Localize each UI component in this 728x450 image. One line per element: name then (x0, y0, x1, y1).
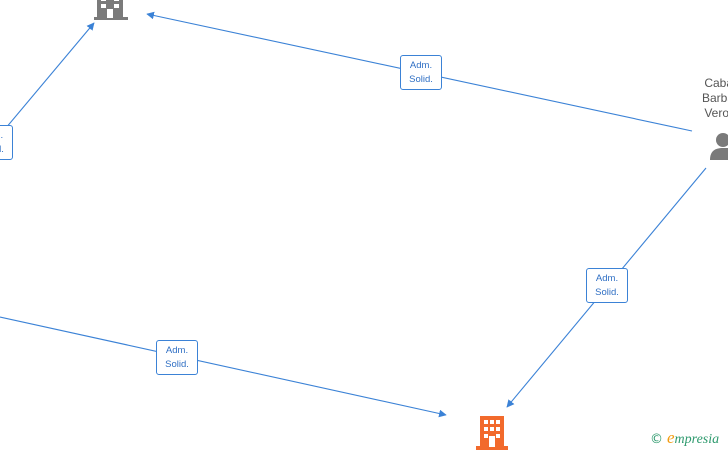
person-name-line-1: Cabal (704, 76, 728, 90)
edge-label-left-bottom[interactable]: Adm. Solid. (156, 340, 198, 375)
edge-label-role: Adm. (595, 273, 619, 284)
copyright-symbol: © (650, 432, 663, 447)
edge-label-person-bottom[interactable]: Adm. Solid. (586, 268, 628, 303)
brand-watermark: © empresia (650, 428, 719, 448)
edge-label-type: Solid. (0, 144, 4, 155)
edge-left-to-top-company[interactable] (0, 22, 95, 136)
building-icon (94, 0, 128, 20)
edge-left-to-bottom-company[interactable] (0, 316, 447, 418)
edge-label-role: Adm. (0, 130, 4, 141)
edge-label-type: Solid. (409, 74, 433, 85)
edge-label-role: Adm. (165, 345, 189, 356)
person-icon (710, 133, 728, 160)
brand-logo-initial: e (667, 428, 675, 447)
edge-label-type: Solid. (165, 359, 189, 370)
building-icon (476, 416, 508, 450)
edge-label-left-top[interactable]: Adm. Solid. (0, 125, 13, 160)
person-node[interactable] (710, 132, 728, 165)
company-node-bottom[interactable] (476, 416, 508, 450)
person-name-line-3: Veron (704, 106, 728, 120)
person-name-line-2: Barbar (701, 91, 728, 105)
edge-label-type: Solid. (595, 287, 619, 298)
company-node-top[interactable] (94, 0, 128, 25)
edge-label-person-top[interactable]: Adm. Solid. (400, 55, 442, 90)
edge-label-role: Adm. (409, 60, 433, 71)
person-name[interactable]: Cabal Barbar Veron (690, 76, 728, 121)
brand-logo-text: mpresia (674, 432, 720, 447)
